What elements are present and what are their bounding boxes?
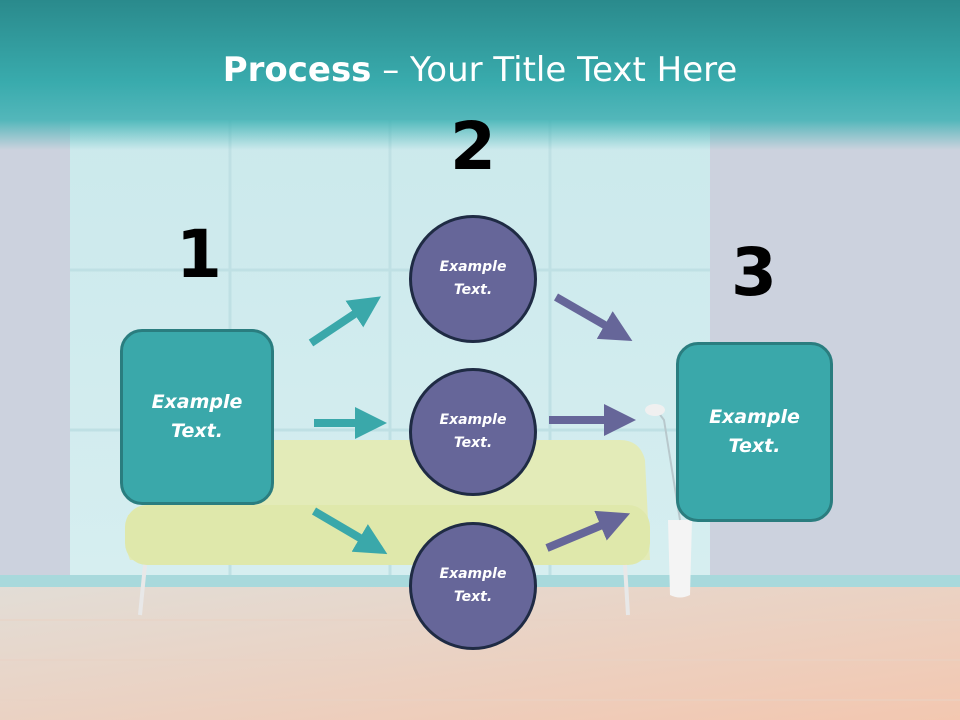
step-2-text-bottom: Example Text. (439, 566, 507, 605)
title-bold: Process (222, 50, 372, 90)
arrow-2-to-3-top (554, 293, 633, 341)
step-2-text-top: Example Text. (439, 259, 507, 298)
step-number-1: 1 (176, 216, 222, 293)
step-3-box: Example Text. (676, 342, 833, 522)
arrow-1-to-2-top (308, 296, 381, 347)
step-1-text: Example Text. (151, 391, 243, 442)
arrow-1-to-2-bottom (311, 507, 388, 555)
title-band (0, 0, 960, 150)
step-2-circle-middle: Example Text. (409, 368, 537, 496)
step-number-3: 3 (731, 234, 777, 311)
step-2-text-middle: Example Text. (439, 412, 507, 451)
step-number-2: 2 (450, 108, 496, 185)
page-title: Process – Your Title Text Here (0, 50, 960, 90)
step-1-box: Example Text. (120, 329, 274, 505)
step-2-circle-top: Example Text. (409, 215, 537, 343)
arrow-2-to-3-bottom (545, 510, 631, 552)
step-3-text: Example Text. (709, 406, 800, 457)
step-2-circle-bottom: Example Text. (409, 522, 537, 650)
title-rest: – Your Title Text Here (371, 50, 738, 90)
